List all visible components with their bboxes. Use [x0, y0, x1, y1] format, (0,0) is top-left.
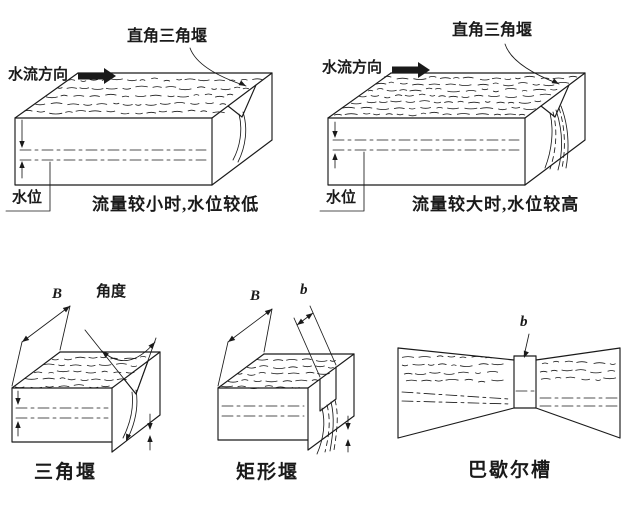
- water-surface-texture: [23, 77, 263, 115]
- label-flow-direction-top-right: 水流方向: [322, 60, 383, 76]
- label-width-B-triangular: B: [52, 286, 63, 302]
- water-surface-texture: [333, 75, 578, 117]
- weir-label-leader: [189, 47, 247, 87]
- width-dimension-line: [227, 308, 273, 343]
- level-label-leader: [5, 161, 51, 212]
- label-notch-b-rect: b: [300, 282, 308, 298]
- water-surface-texture: [539, 360, 617, 381]
- label-water-level-top-left: 水位: [12, 190, 43, 206]
- flow-direction-arrow: [392, 62, 430, 78]
- parshall-flume-drawing: [397, 333, 621, 439]
- water-surface-texture: [219, 358, 336, 389]
- label-weir-top-left: 直角三角堰: [127, 28, 208, 45]
- channel-drawing-top-left: [5, 47, 273, 212]
- level-label-leader: [319, 151, 365, 212]
- notch-extension-line: [293, 317, 321, 378]
- water-jet: [237, 111, 247, 163]
- water-jet: [555, 109, 563, 171]
- triangular-weir-drawing: [11, 305, 161, 453]
- rect-notch: [319, 366, 337, 412]
- water-level-line: [401, 391, 510, 400]
- converging-wall: [397, 347, 515, 361]
- caption-high-flow: 流量较大时,水位较高: [412, 195, 580, 214]
- label-flow-direction-top-left: 水流方向: [8, 67, 69, 83]
- rectangular-weir-drawing: [217, 305, 355, 455]
- label-weir-top-right: 直角三角堰: [452, 22, 533, 39]
- v-notch-top-left: [227, 84, 257, 118]
- water-jet: [316, 407, 325, 455]
- width-dimension-line: [21, 305, 71, 343]
- caption-parshall-flume: 巴歇尔槽: [468, 460, 553, 481]
- diverging-wall: [535, 347, 621, 361]
- water-surface-texture: [14, 356, 147, 389]
- caption-rectangular-weir: 矩形堰: [236, 462, 300, 483]
- water-surface-texture: [401, 355, 504, 383]
- label-water-level-top-right: 水位: [326, 190, 357, 206]
- caption-triangular-weir: 三角堰: [34, 462, 98, 483]
- label-width-B-rect: B: [250, 288, 261, 304]
- angle-extension-line: [84, 329, 137, 395]
- label-angle: 角度: [96, 284, 127, 300]
- caption-low-flow: 流量较小时,水位较低: [92, 195, 260, 214]
- weir-label-leader: [504, 43, 560, 85]
- water-jet: [126, 389, 138, 441]
- v-notch-top-right: [540, 84, 570, 118]
- channel-drawing-top-right: [319, 43, 586, 212]
- label-throat-b: b: [520, 314, 528, 330]
